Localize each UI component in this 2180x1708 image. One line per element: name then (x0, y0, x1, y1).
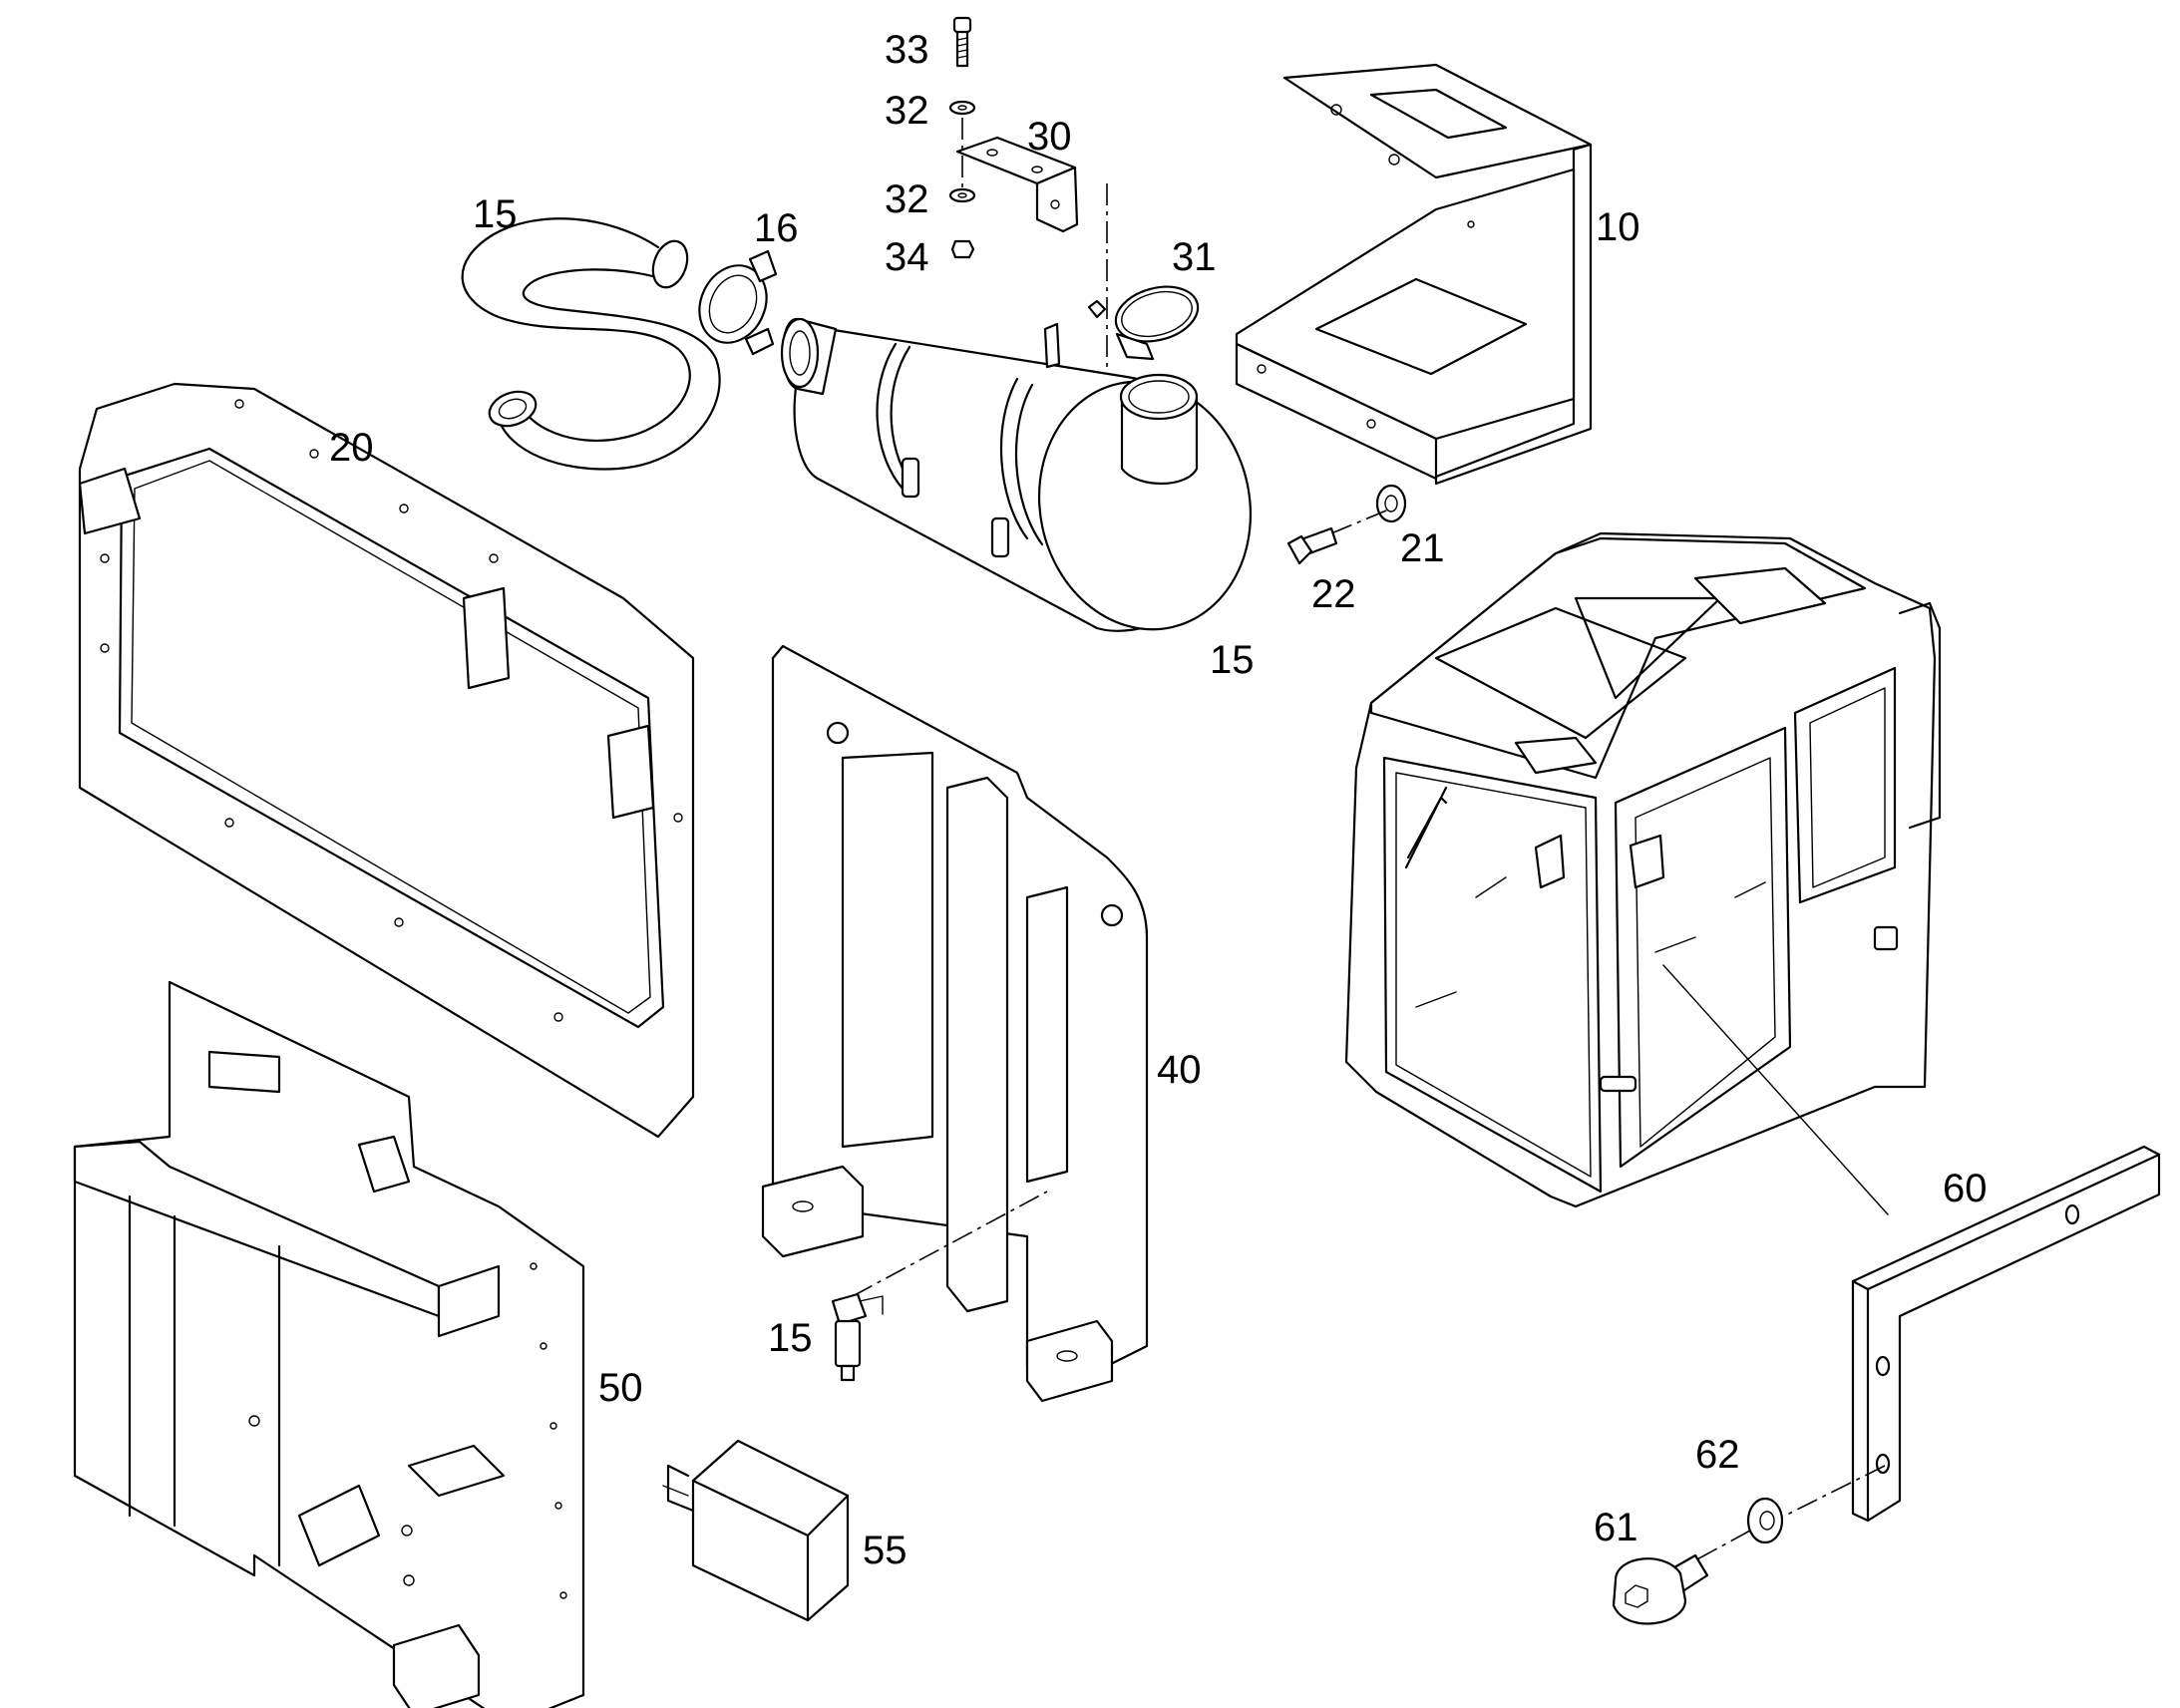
muffler-15 (780, 317, 1253, 632)
bolt-stack-33-34 (948, 16, 976, 259)
callout-34: 34 (885, 235, 929, 279)
callout-50: 50 (598, 1366, 643, 1410)
callout-15: 15 (768, 1316, 813, 1360)
washer-62 (1746, 1497, 1784, 1544)
washer-21 (1375, 484, 1407, 523)
callout-labels: 33 32 30 32 34 15 16 31 10 20 21 22 15 4… (329, 28, 1988, 1572)
callout-60: 60 (1943, 1167, 1988, 1210)
callout-30: 30 (1027, 115, 1072, 159)
bracket-10 (1235, 63, 1593, 486)
valve-15 (831, 1292, 884, 1382)
bracket-30 (955, 136, 1108, 379)
callout-16: 16 (754, 206, 799, 250)
callout-22: 22 (1311, 572, 1356, 616)
callout-10: 10 (1596, 205, 1640, 249)
callout-32: 32 (885, 89, 929, 133)
callout-32: 32 (885, 177, 929, 221)
box-55 (662, 1439, 850, 1622)
bolt-22 (1286, 526, 1338, 565)
frame-20 (78, 382, 695, 1139)
clamp-16 (698, 249, 778, 356)
callout-31: 31 (1172, 235, 1217, 279)
screw-61 (1612, 1553, 1709, 1625)
callout-62: 62 (1695, 1433, 1740, 1477)
callout-40: 40 (1157, 1048, 1202, 1092)
callout-15: 15 (473, 192, 518, 236)
panel-40 (761, 644, 1149, 1403)
callout-21: 21 (1400, 526, 1445, 570)
callout-15: 15 (1210, 638, 1255, 682)
callout-55: 55 (863, 1529, 908, 1572)
callout-20: 20 (329, 426, 374, 470)
callout-61: 61 (1594, 1506, 1638, 1549)
bracket-60 (1851, 1145, 2161, 1523)
band-clamp-31 (1087, 285, 1200, 361)
hose-15 (461, 217, 721, 471)
cab-60 (1344, 531, 1942, 1215)
frame-50 (73, 980, 585, 1708)
callout-33: 33 (885, 28, 929, 72)
